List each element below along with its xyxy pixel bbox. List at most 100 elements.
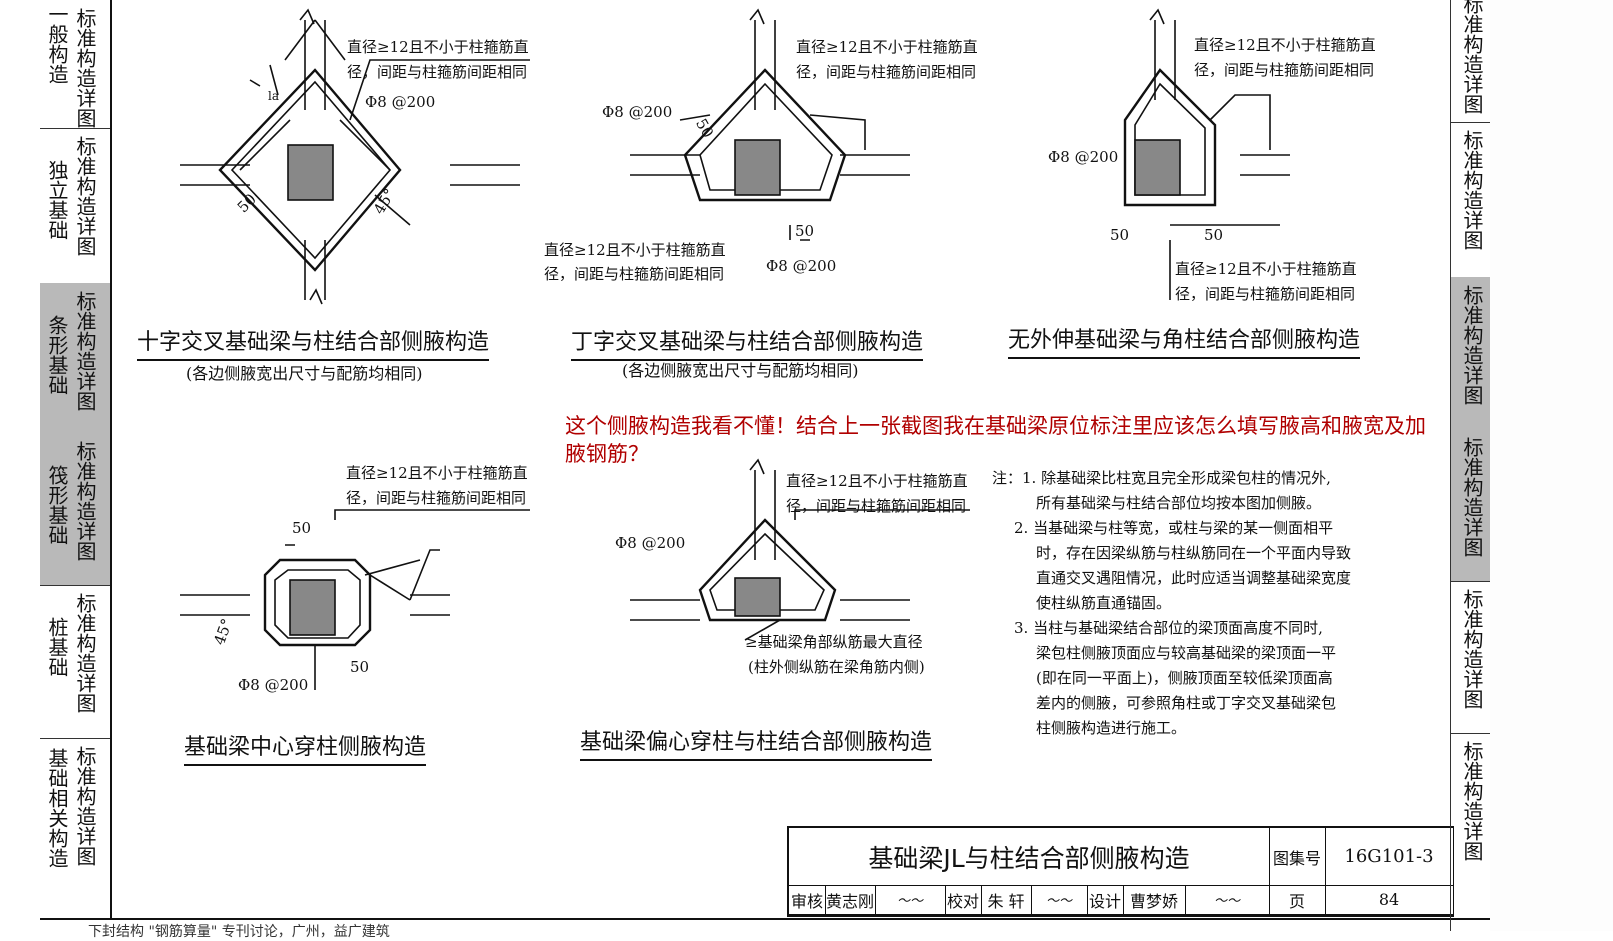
designer-name: 曹梦娇 — [1123, 885, 1186, 915]
left-tab-raft-footing[interactable]: 标准构造详图 筏形基础 — [40, 433, 110, 586]
label-dim-1: 50 — [234, 190, 260, 216]
reviewer-name: 黄志刚 — [825, 885, 876, 915]
label-stirrup-1a: 直径≥12且不小于柱箍筋直 — [347, 38, 529, 56]
caption-tee-joint: 丁字交叉基础梁与柱结合部侧腋构造 — [571, 324, 924, 361]
checker-signature: ～～ — [1031, 885, 1088, 915]
label-stirrup-4b: 径，间距与柱箍筋间距相同 — [346, 489, 526, 507]
tab-label: 标准构造详图 — [73, 593, 97, 713]
label-rebar-2b: Φ8 @200 — [766, 257, 836, 275]
caption-center-beam: 基础梁中心穿柱侧腋构造 — [184, 729, 427, 766]
left-tab-strip-footing[interactable]: 标准构造详图 条形基础 — [40, 283, 110, 434]
detail-tee-joint — [630, 8, 910, 241]
drawing-title: 基础梁JL与柱结合部侧腋构造 — [789, 828, 1270, 886]
label-rebar-5: Φ8 @200 — [615, 534, 685, 552]
tab-label: 标准构造详图 — [1460, 741, 1484, 861]
tab-label: 基础相关构造 — [45, 748, 69, 868]
note-line: 所有基础梁与柱结合部位均按本图加侧腋。 — [1036, 494, 1322, 512]
label-stirrup-1b: 径，间距与柱箍筋间距相同 — [347, 63, 527, 81]
label-stirrup-3d: 径，间距与柱箍筋间距相同 — [1175, 285, 1355, 303]
detail-eccentric-beam — [630, 458, 970, 641]
note-line: 时，存在因梁纵筋与柱纵筋同在一个平面内导致 — [1036, 544, 1352, 562]
right-tab-6[interactable]: 标准构造详图 — [1451, 733, 1491, 893]
label-rebar-2a: Φ8 @200 — [602, 103, 672, 121]
note-line: 3. 当柱与基础梁结合部位的梁顶面高度不同时, — [1014, 619, 1323, 637]
detail-corner-joint — [1123, 8, 1290, 300]
note-line: (即在同一平面上)，侧腋顶面至较低梁顶面高 — [1036, 669, 1333, 687]
note-line: 使柱纵筋直通锚固。 — [1036, 594, 1172, 612]
caption-eccentric-beam: 基础梁偏心穿柱与柱结合部侧腋构造 — [580, 724, 933, 761]
atlas-label: 图集号 — [1269, 828, 1326, 886]
right-tab-3[interactable]: 标准构造详图 — [1451, 277, 1491, 430]
label-dim-2b: 50 — [692, 115, 717, 141]
tab-label: 筏形基础 — [45, 465, 69, 545]
right-tab-5[interactable]: 标准构造详图 — [1451, 581, 1491, 734]
drawing-sheet: 标准构造详图 一般构造 标准构造详图 独立基础 标准构造详图 条形基础 标准构造… — [40, 0, 1490, 940]
page-margin — [1490, 0, 1613, 931]
right-tab-4[interactable]: 标准构造详图 — [1451, 429, 1491, 582]
label-dim-3b: 50 — [1204, 226, 1223, 244]
note-line: 差内的侧腋，可参照角柱或丁字交叉基础梁包 — [1036, 694, 1337, 712]
atlas-number: 16G101-3 — [1325, 828, 1454, 886]
caption-corner-joint: 无外伸基础梁与角柱结合部侧腋构造 — [1008, 322, 1361, 359]
label-dim-4: 50 — [292, 519, 311, 537]
tab-label: 条形基础 — [45, 315, 69, 395]
subcaption-tee-joint: (各边侧腋宽出尺寸与配筋均相同) — [622, 361, 859, 380]
designer-signature: ～～ — [1185, 885, 1270, 915]
tab-label: 标准构造详图 — [1460, 285, 1484, 405]
tab-label: 标准构造详图 — [1460, 589, 1484, 709]
note-line: 直通交叉遇阻情况，此时应适当调整基础梁宽度 — [1036, 569, 1352, 587]
label-angle-4: 45° — [210, 616, 236, 647]
tab-label: 桩基础 — [45, 617, 69, 677]
left-index-tabs: 标准构造详图 一般构造 标准构造详图 独立基础 标准构造详图 条形基础 标准构造… — [40, 0, 112, 918]
notes-block: 注：1. 除基础梁比柱宽且完全形成梁包柱的情况外, 所有基础梁与柱结合部位均按本… — [992, 466, 1412, 741]
label-dim-2: 50 — [795, 222, 814, 240]
detail-cross-joint — [180, 8, 530, 305]
tab-label: 标准构造详图 — [1460, 0, 1484, 114]
label-stirrup-2c: 直径≥12且不小于柱箍筋直 — [544, 241, 726, 259]
checker-name: 朱 轩 — [981, 885, 1032, 915]
design-label: 设计 — [1087, 885, 1124, 915]
detail-center-beam — [180, 509, 530, 690]
sheet-bottom-border — [40, 918, 1490, 920]
tab-label: 标准构造详图 — [73, 441, 97, 561]
label-stirrup-2b: 径，间距与柱箍筋间距相同 — [796, 63, 976, 81]
tab-label: 独立基础 — [45, 160, 69, 240]
reviewer-signature: ～～ — [875, 885, 946, 915]
label-corner-bar-1: ≥基础梁角部纵筋最大直径 — [745, 633, 923, 651]
tab-label: 标准构造详图 — [1460, 130, 1484, 250]
right-index-tabs: 标准构造详图 标准构造详图 标准构造详图 标准构造详图 标准构造详图 标准构造详… — [1450, 0, 1491, 931]
tab-label: 标准构造详图 — [73, 746, 97, 866]
right-tab-1[interactable]: 标准构造详图 — [1451, 0, 1491, 123]
note-line: 注：1. 除基础梁比柱宽且完全形成梁包柱的情况外, — [992, 469, 1331, 487]
note-line: 2. 当基础梁与柱等宽，或柱与梁的某一侧面相平 — [1014, 519, 1334, 537]
label-rebar-1: Φ8 @200 — [365, 93, 435, 111]
label-stirrup-5b: 径，间距与柱箍筋间距相同 — [786, 497, 966, 515]
left-tab-pile-foundation[interactable]: 标准构造详图 桩基础 — [40, 585, 110, 739]
label-corner-bar-2: (柱外侧纵筋在梁角筋内侧) — [748, 658, 925, 676]
tab-label: 标准构造详图 — [1460, 437, 1484, 557]
subcaption-cross-joint: (各边侧腋宽出尺寸与配筋均相同) — [186, 364, 423, 383]
review-label: 审核 — [789, 885, 826, 915]
title-block: 基础梁JL与柱结合部侧腋构造 图集号 16G101-3 审核 黄志刚 ～～ 校对… — [787, 826, 1454, 917]
tab-label: 标准构造详图 — [73, 8, 97, 128]
right-tab-2[interactable]: 标准构造详图 — [1451, 122, 1491, 278]
label-stirrup-3c: 直径≥12且不小于柱箍筋直 — [1175, 260, 1357, 278]
page-label: 页 — [1269, 885, 1326, 915]
note-line: 梁包柱侧腋顶面应与较高基础梁的梁顶面一平 — [1036, 644, 1337, 662]
label-stirrup-2d: 径，间距与柱箍筋间距相同 — [544, 265, 724, 283]
left-tab-isolated-footing[interactable]: 标准构造详图 独立基础 — [40, 128, 110, 284]
label-stirrup-3b: 径，间距与柱箍筋间距相同 — [1194, 61, 1374, 79]
check-label: 校对 — [945, 885, 982, 915]
note-line: 柱侧腋构造进行施工。 — [1036, 719, 1187, 737]
label-stirrup-5a: 直径≥12且不小于柱箍筋直 — [786, 472, 968, 490]
left-tab-general[interactable]: 标准构造详图 一般构造 — [40, 0, 110, 129]
tab-label: 标准构造详图 — [73, 291, 97, 411]
tab-label: 标准构造详图 — [73, 136, 97, 256]
label-la-1: la — [268, 89, 279, 103]
label-rebar-4: Φ8 @200 — [238, 676, 308, 694]
caption-cross-joint: 十字交叉基础梁与柱结合部侧腋构造 — [137, 324, 490, 361]
left-tab-foundation-related[interactable]: 标准构造详图 基础相关构造 — [40, 738, 110, 918]
label-rebar-3: Φ8 @200 — [1048, 148, 1118, 166]
detail-drawings: 直径≥12且不小于柱箍筋直 径，间距与柱箍筋间距相同 Φ8 @200 50 45… — [180, 8, 1376, 694]
footer-text: 下封结构 "钢筋算量" 专刊讨论，广州，益广建筑 — [88, 924, 390, 940]
